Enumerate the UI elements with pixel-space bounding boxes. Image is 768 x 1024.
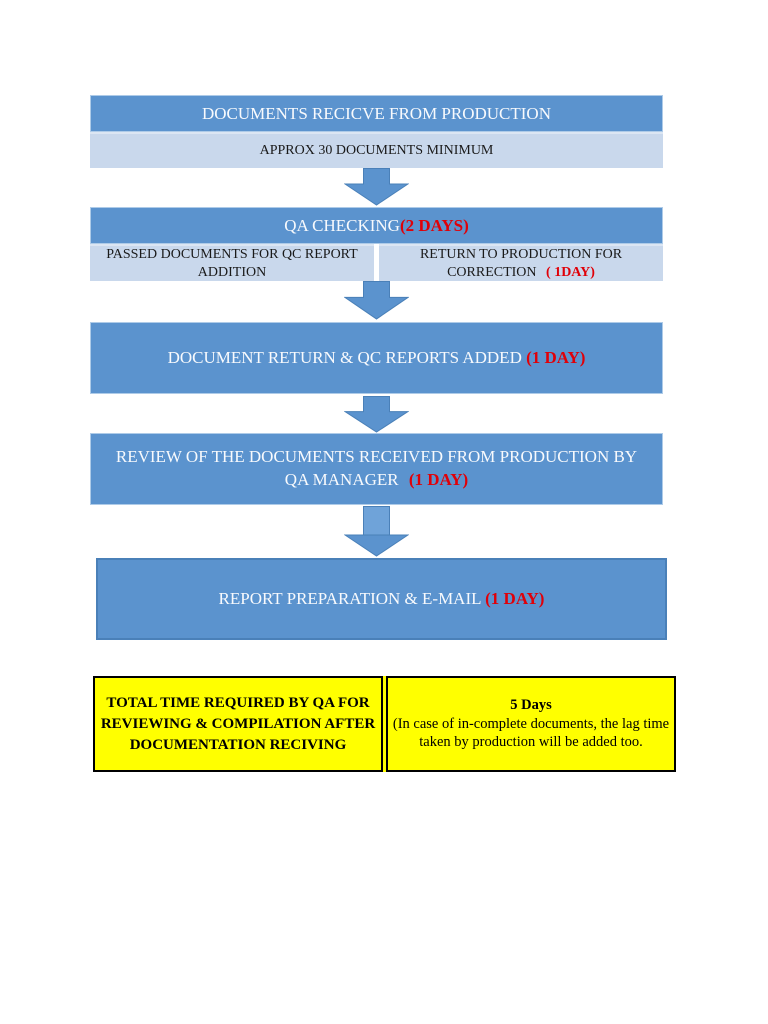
- total-time-summary-table: TOTAL TIME REQUIRED BY QA FOR REVIEWING …: [93, 676, 676, 772]
- arrow-down-icon: [344, 396, 409, 433]
- step4-line2-text: QA MANAGER: [284, 470, 403, 489]
- step5-title: REPORT PREPARATION & E-MAIL: [218, 589, 486, 609]
- step4-line2: QA MANAGER (1 DAY): [285, 469, 468, 492]
- step2-return-cell: RETURN TO PRODUCTION FOR CORRECTION ( 1D…: [379, 244, 663, 281]
- step5-duration: (1 DAY): [485, 589, 545, 609]
- summary-value-cell: 5 Days (In case of in-complete documents…: [386, 676, 676, 772]
- summary-label-line3: DOCUMENTATION RECIVING: [129, 736, 347, 753]
- step2-duration: (2 DAYS): [399, 215, 469, 235]
- step2-passed-cell: PASSED DOCUMENTS FOR QC REPORT ADDITION: [90, 244, 374, 281]
- return-cell-line1: RETURN TO PRODUCTION FOR: [419, 247, 623, 263]
- summary-note-line2: taken by production will be added too.: [419, 734, 643, 751]
- arrow-down-icon: [344, 506, 409, 557]
- step1-title: DOCUMENTS RECICVE FROM PRODUCTION: [201, 103, 551, 123]
- passed-cell-line2: ADDITION: [197, 264, 267, 280]
- flow-step-qa-manager-review: REVIEW OF THE DOCUMENTS RECEIVED FROM PR…: [90, 433, 663, 505]
- summary-label-line1: TOTAL TIME REQUIRED BY QA FOR: [106, 694, 370, 711]
- step4-duration: (1 DAY): [408, 470, 469, 489]
- flow-step-qa-checking: QA CHECKING (2 DAYS) PASSED DOCUMENTS FO…: [90, 207, 663, 281]
- summary-days-value: 5 Days: [510, 696, 552, 713]
- step1-header: DOCUMENTS RECICVE FROM PRODUCTION: [90, 95, 663, 132]
- step1-subrow: APPROX 30 DOCUMENTS MINIMUM: [90, 132, 663, 168]
- summary-label-cell: TOTAL TIME REQUIRED BY QA FOR REVIEWING …: [93, 676, 383, 772]
- passed-cell-line1: PASSED DOCUMENTS FOR QC REPORT: [106, 247, 358, 263]
- step5-line: REPORT PREPARATION & E-MAIL (1 DAY): [219, 587, 545, 611]
- step3-title: DOCUMENT RETURN & QC REPORTS ADDED: [167, 348, 527, 368]
- arrow-down-icon: [344, 168, 409, 206]
- summary-note-line1: (In case of in-complete documents, the l…: [392, 715, 670, 732]
- return-cell-duration: ( 1DAY): [546, 264, 595, 280]
- step4-line1: REVIEW OF THE DOCUMENTS RECEIVED FROM PR…: [115, 447, 638, 467]
- flow-step-documents-received: DOCUMENTS RECICVE FROM PRODUCTION APPROX…: [90, 95, 663, 168]
- step2-subrow: PASSED DOCUMENTS FOR QC REPORT ADDITION …: [90, 244, 663, 281]
- arrow-down-icon: [344, 281, 409, 320]
- step2-header: QA CHECKING (2 DAYS): [90, 207, 663, 244]
- return-cell-text: CORRECTION: [447, 264, 541, 280]
- step2-title: QA CHECKING: [284, 215, 400, 235]
- flow-step-report-preparation: REPORT PREPARATION & E-MAIL (1 DAY): [96, 558, 667, 640]
- summary-label-line2: REVIEWING & COMPILATION AFTER: [100, 715, 376, 732]
- return-cell-line2: CORRECTION ( 1DAY): [447, 264, 595, 281]
- step3-line: DOCUMENT RETURN & QC REPORTS ADDED (1 DA…: [168, 346, 586, 370]
- step1-subtitle: APPROX 30 DOCUMENTS MINIMUM: [259, 143, 494, 158]
- flow-step-qc-reports-added: DOCUMENT RETURN & QC REPORTS ADDED (1 DA…: [90, 322, 663, 394]
- step3-duration: (1 DAY): [526, 348, 586, 368]
